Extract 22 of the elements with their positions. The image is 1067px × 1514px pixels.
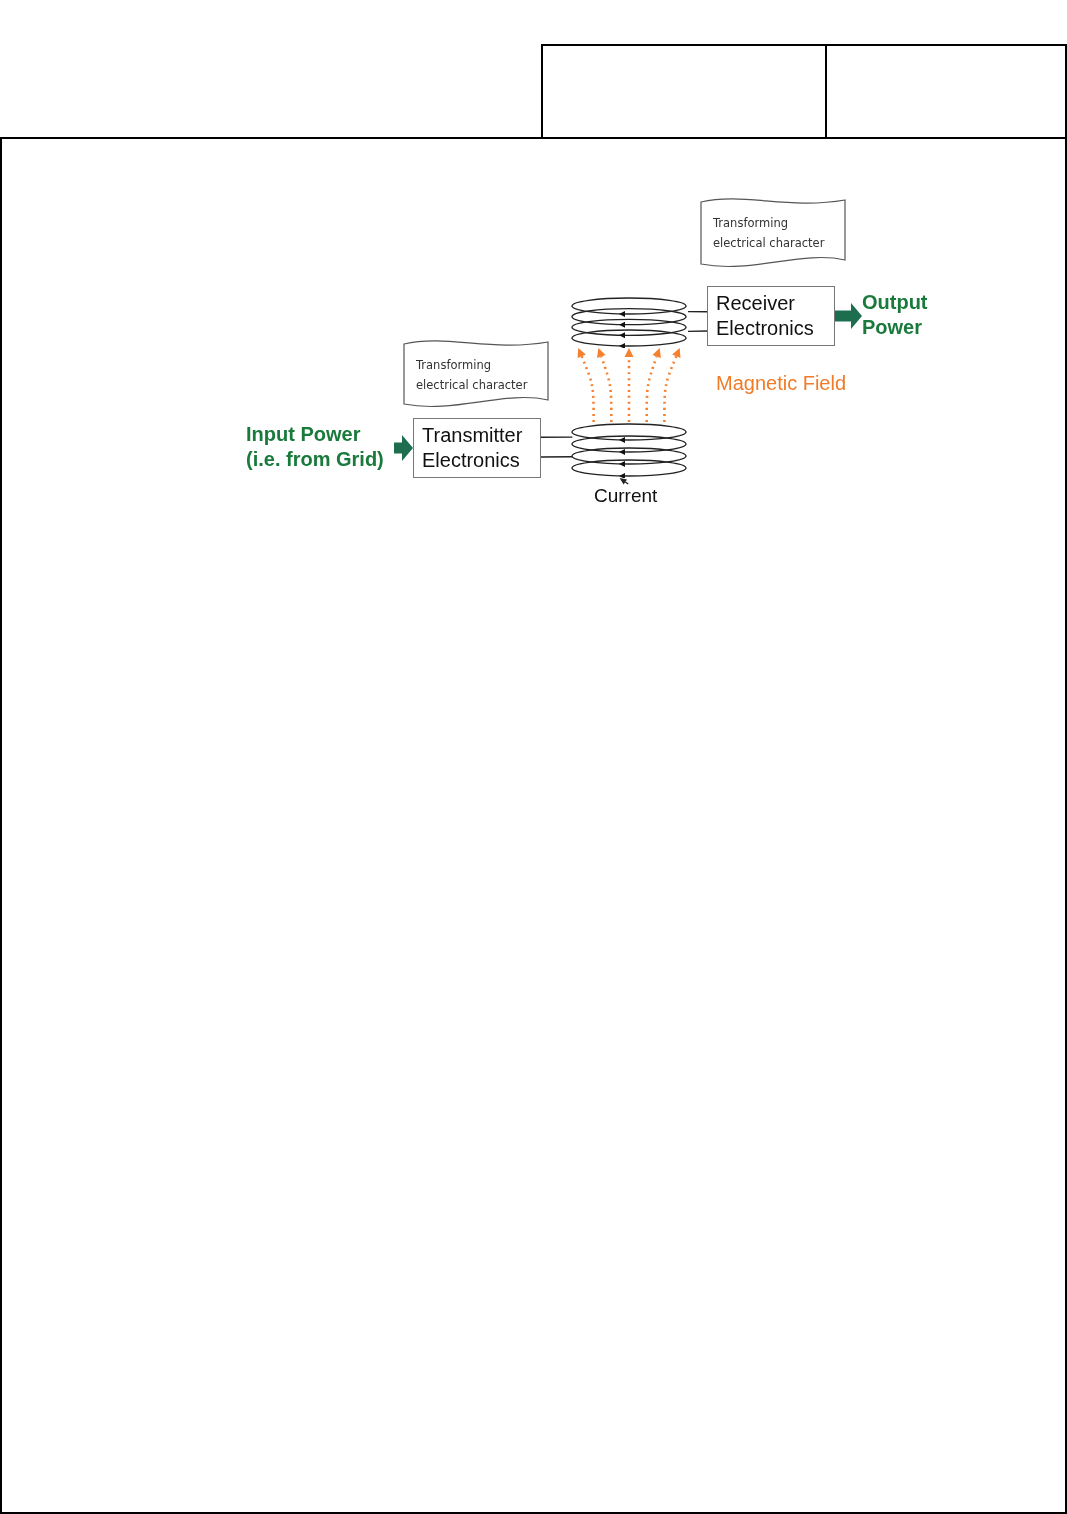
process-box: Receiver Electronics bbox=[707, 286, 835, 346]
field-arrow bbox=[663, 348, 681, 422]
connector-line bbox=[687, 310, 708, 313]
document-note: Transforming electrical character bbox=[403, 338, 549, 410]
connector-line bbox=[687, 330, 708, 333]
field-arrow bbox=[597, 348, 613, 422]
connector-line bbox=[540, 436, 574, 438]
field-arrow bbox=[577, 348, 595, 422]
connector-line bbox=[540, 456, 574, 458]
leader-line bbox=[619, 478, 629, 485]
field-label: Magnetic Field bbox=[716, 372, 847, 395]
block-arrow bbox=[394, 435, 413, 461]
coil-drawing bbox=[570, 296, 688, 348]
power-label: Output Power bbox=[862, 290, 942, 342]
process-box: Transmitter Electronics bbox=[413, 418, 541, 478]
power-label: Input Power (i.e. from Grid) bbox=[246, 422, 394, 474]
current-label: Current bbox=[594, 484, 670, 508]
block-arrow bbox=[835, 303, 862, 329]
field-arrow bbox=[624, 348, 634, 422]
document-note: Transforming electrical character bbox=[700, 196, 846, 270]
coil-drawing bbox=[570, 422, 688, 478]
field-arrow bbox=[645, 348, 661, 422]
